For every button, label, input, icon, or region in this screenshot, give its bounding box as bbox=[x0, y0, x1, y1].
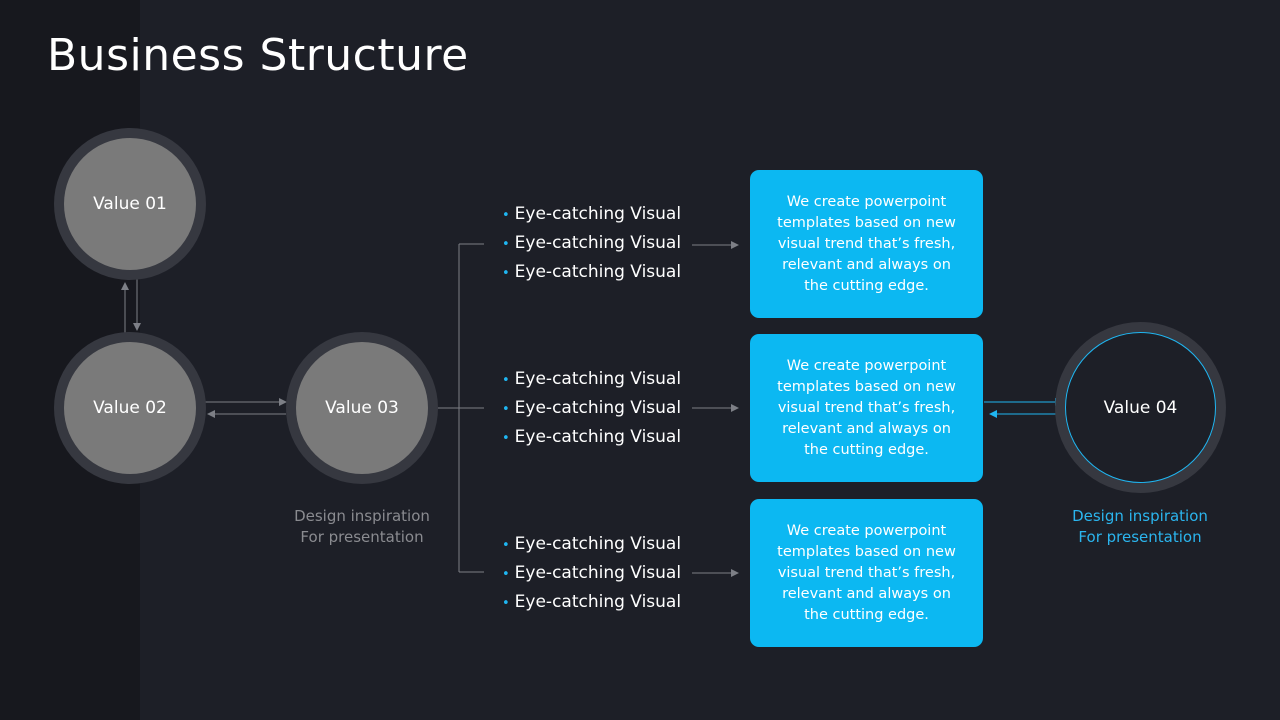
slide-title: Business Structure bbox=[47, 30, 469, 81]
bullet-text: Eye-catching Visual bbox=[514, 398, 682, 418]
bullet-dot-icon: • bbox=[502, 208, 510, 223]
value-03-caption-line1: Design inspiration bbox=[294, 507, 430, 525]
node-value-04-core: Value 04 bbox=[1065, 332, 1216, 483]
value-03-caption: Design inspiration For presentation bbox=[262, 506, 462, 548]
list-item: • Eye-catching Visual bbox=[502, 200, 681, 229]
branch-1-card: We create powerpoint templates based on … bbox=[750, 170, 983, 318]
bullet-text: Eye-catching Visual bbox=[514, 204, 682, 224]
node-value-01-core: Value 01 bbox=[64, 138, 196, 270]
node-value-02-core: Value 02 bbox=[64, 342, 196, 474]
list-item: • Eye-catching Visual bbox=[502, 258, 681, 287]
list-item: • Eye-catching Visual bbox=[502, 423, 681, 452]
branch-2-card: We create powerpoint templates based on … bbox=[750, 334, 983, 482]
bullet-dot-icon: • bbox=[502, 237, 510, 252]
list-item: • Eye-catching Visual bbox=[502, 394, 681, 423]
bullet-text: Eye-catching Visual bbox=[514, 262, 682, 282]
value-04-caption: Design inspiration For presentation bbox=[1040, 506, 1240, 548]
bullet-dot-icon: • bbox=[502, 266, 510, 281]
list-item: • Eye-catching Visual bbox=[502, 229, 681, 258]
branch-2-card-text: We create powerpoint templates based on … bbox=[777, 357, 956, 458]
bullet-dot-icon: • bbox=[502, 373, 510, 388]
bullet-dot-icon: • bbox=[502, 596, 510, 611]
branch-2-bullets: • Eye-catching Visual • Eye-catching Visua… bbox=[502, 365, 681, 452]
list-item: • Eye-catching Visual bbox=[502, 530, 681, 559]
branch-3-bullets: • Eye-catching Visual • Eye-catching Visua… bbox=[502, 530, 681, 617]
node-value-04-label: Value 04 bbox=[1103, 397, 1178, 418]
bullet-text: Eye-catching Visual bbox=[514, 369, 682, 389]
branch-3-card: We create powerpoint templates based on … bbox=[750, 499, 983, 647]
list-item: • Eye-catching Visual bbox=[502, 559, 681, 588]
node-value-02: Value 02 bbox=[54, 332, 206, 484]
branch-1-card-text: We create powerpoint templates based on … bbox=[777, 193, 956, 294]
branch-1-bullets: • Eye-catching Visual • Eye-catching Visua… bbox=[502, 200, 681, 287]
bullet-dot-icon: • bbox=[502, 538, 510, 553]
bullet-text: Eye-catching Visual bbox=[514, 427, 682, 447]
node-value-04: Value 04 bbox=[1055, 322, 1226, 493]
value-03-caption-line2: For presentation bbox=[300, 528, 424, 546]
bullet-dot-icon: • bbox=[502, 431, 510, 446]
bullet-dot-icon: • bbox=[502, 402, 510, 417]
list-item: • Eye-catching Visual bbox=[502, 588, 681, 617]
node-value-01: Value 01 bbox=[54, 128, 206, 280]
value-04-caption-line1: Design inspiration bbox=[1072, 507, 1208, 525]
node-value-03: Value 03 bbox=[286, 332, 438, 484]
bullet-text: Eye-catching Visual bbox=[514, 534, 682, 554]
branch-3-card-text: We create powerpoint templates based on … bbox=[777, 522, 956, 623]
node-value-02-label: Value 02 bbox=[93, 398, 167, 418]
bullet-text: Eye-catching Visual bbox=[514, 592, 682, 612]
bullet-dot-icon: • bbox=[502, 567, 510, 582]
node-value-03-core: Value 03 bbox=[296, 342, 428, 474]
value-04-caption-line2: For presentation bbox=[1078, 528, 1202, 546]
node-value-01-label: Value 01 bbox=[93, 194, 167, 214]
list-item: • Eye-catching Visual bbox=[502, 365, 681, 394]
node-value-03-label: Value 03 bbox=[325, 398, 399, 418]
bullet-text: Eye-catching Visual bbox=[514, 563, 682, 583]
bullet-text: Eye-catching Visual bbox=[514, 233, 682, 253]
